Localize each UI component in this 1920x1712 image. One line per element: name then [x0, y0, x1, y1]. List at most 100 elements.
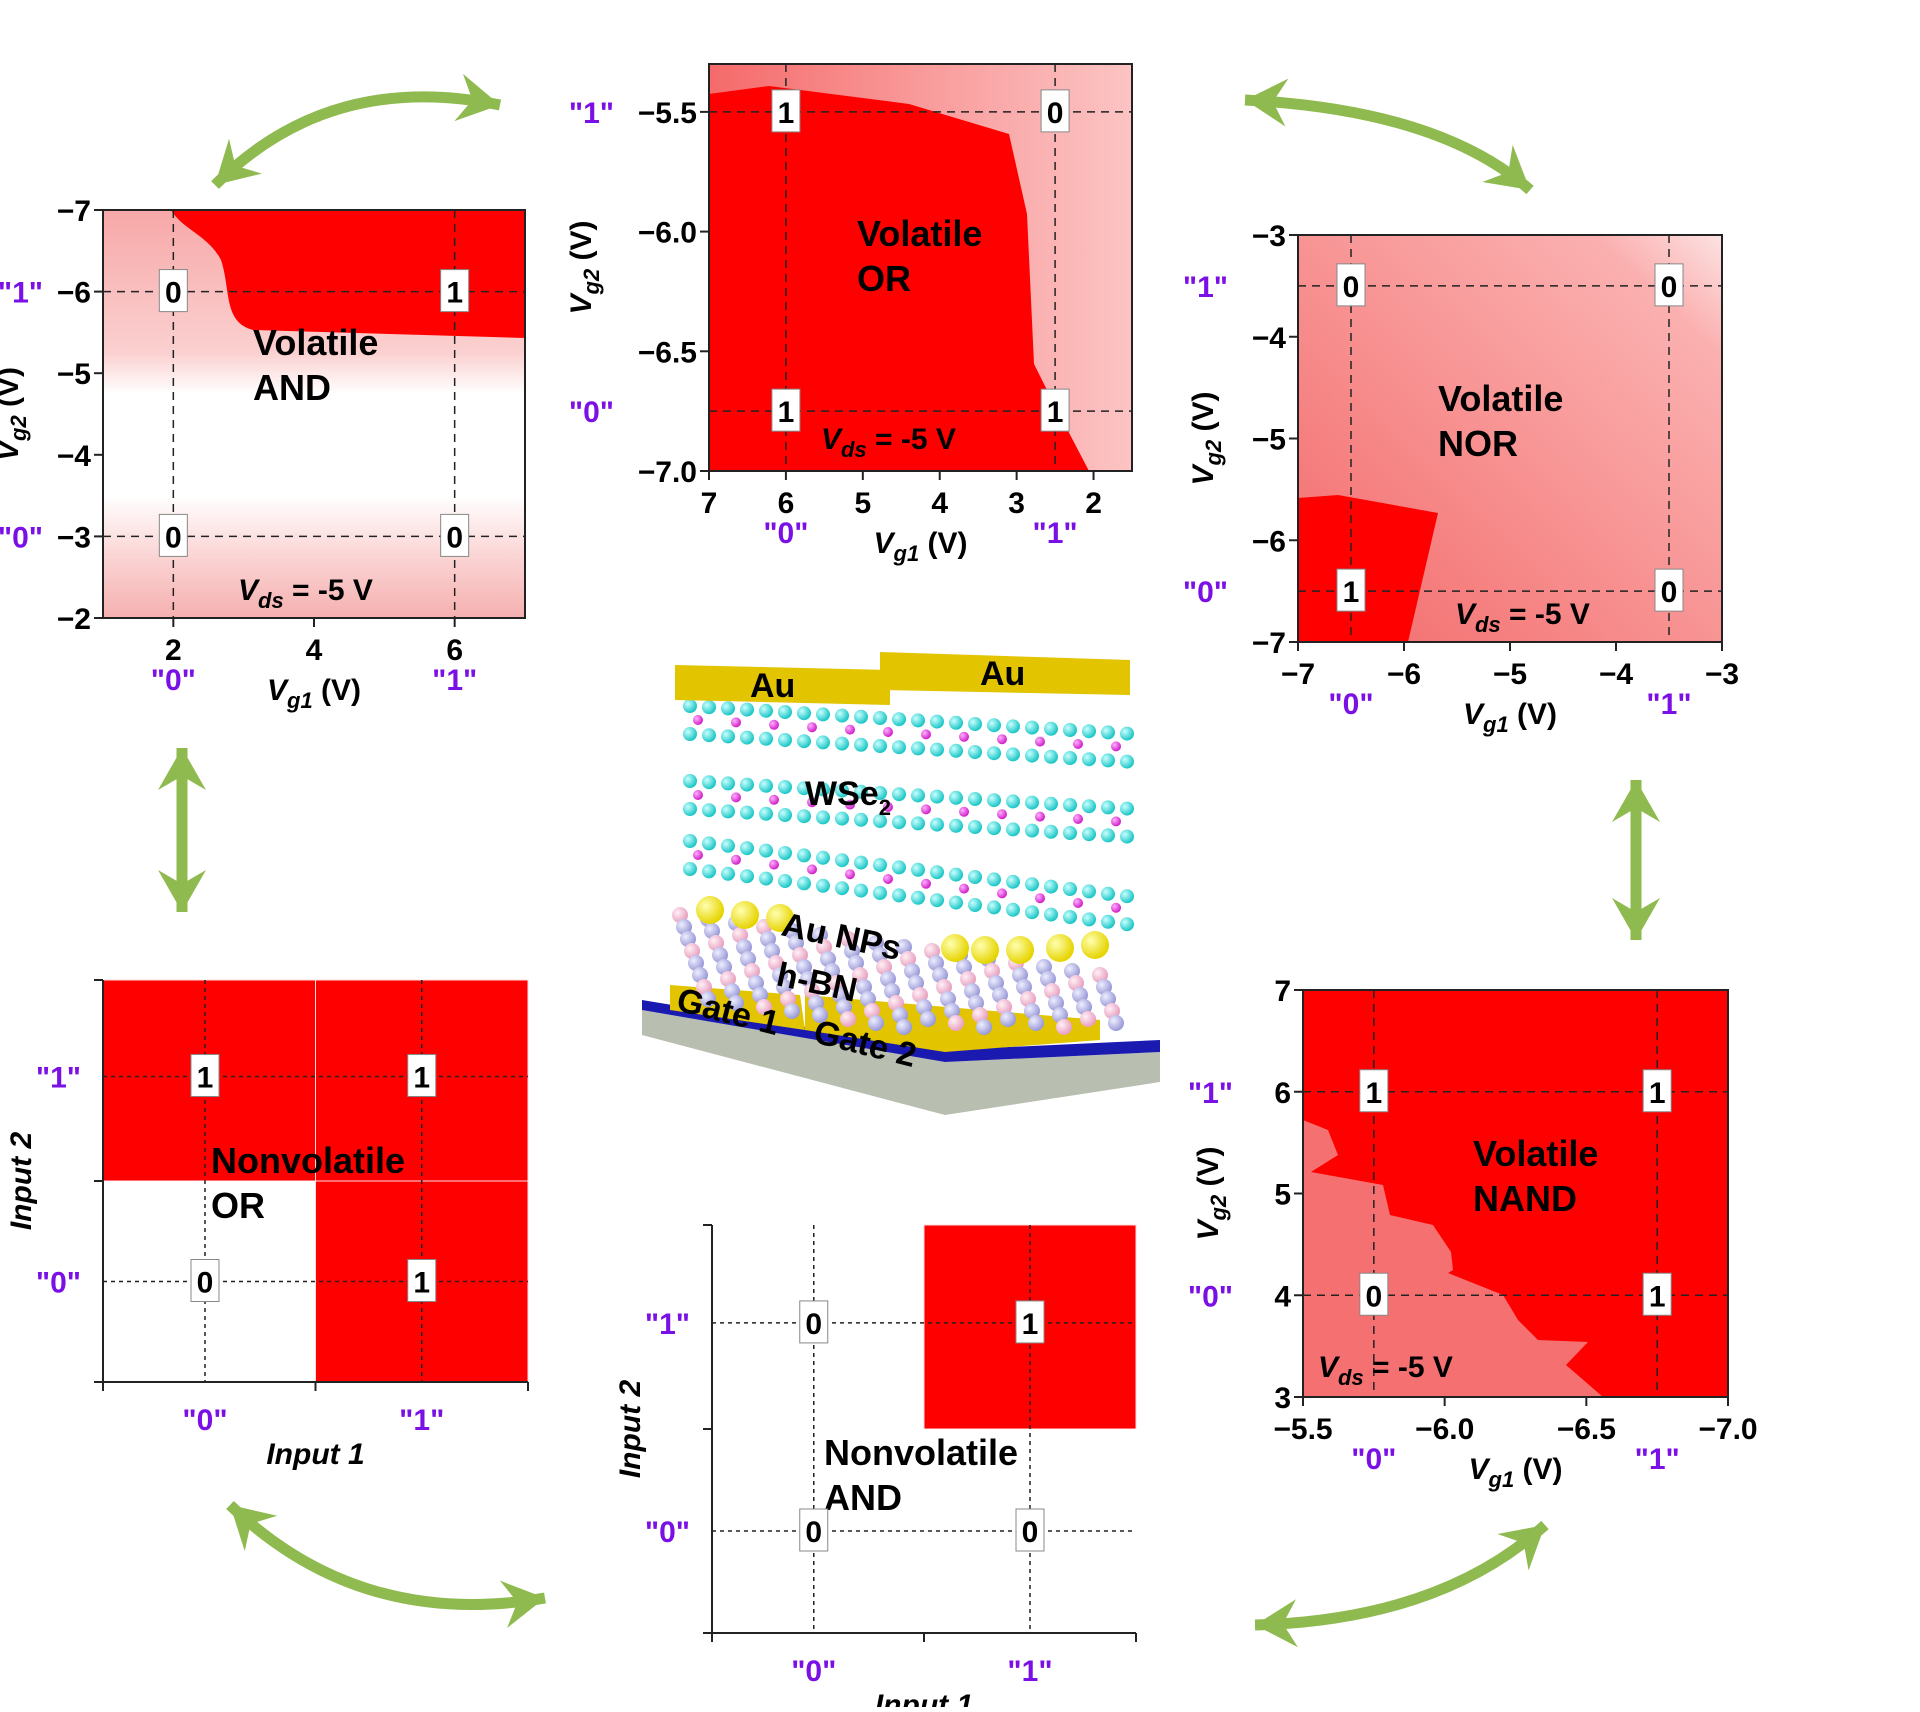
- selenium-atom: [949, 867, 963, 882]
- selenium-atom: [759, 871, 773, 886]
- nonvolatile-and-cell-in1-1-in2-0-box: [1015, 1508, 1045, 1552]
- selenium-atom: [1120, 726, 1134, 741]
- selenium-atom: [873, 858, 887, 872]
- selenium-atom: [892, 740, 906, 755]
- tungsten-atom: [1111, 741, 1121, 752]
- selenium-atom: [873, 739, 887, 753]
- volatile-nor-cell-in1-0-in2-1-value: 0: [1343, 271, 1360, 304]
- volatile-nor-xtick-label: −5: [1493, 658, 1527, 691]
- selenium-atom: [683, 862, 697, 876]
- volatile-nor-xtick-label: −7: [1281, 658, 1315, 691]
- hbn-atom: [1080, 1011, 1096, 1027]
- selenium-atom: [1082, 884, 1096, 899]
- volatile-nand-cell-in1-1-in2-0-box: [1642, 1272, 1672, 1316]
- volatile-and-xtick-label: 6: [446, 634, 463, 667]
- nonvolatile-or-cell-in1-0-in2-1-box: [190, 1053, 220, 1097]
- selenium-atom: [740, 777, 754, 792]
- volatile-and-xlabel-main: V: [267, 674, 290, 707]
- tungsten-atom: [1073, 739, 1083, 749]
- volatile-nor-ylabel: Vg2 (V): [1187, 391, 1226, 485]
- double-arrow-icon-head-start: [158, 748, 206, 790]
- double-arrow-icon-head-end: [1497, 1525, 1545, 1571]
- tungsten-atom: [921, 804, 931, 815]
- volatile-or-ylabel-rest: (V): [565, 220, 598, 268]
- selenium-atom: [816, 735, 830, 750]
- volatile-or-ytick-label: −6.5: [638, 336, 697, 369]
- selenium-atom: [835, 708, 849, 723]
- volatile-and-ytick-label: −2: [57, 603, 91, 636]
- selenium-atom: [892, 815, 906, 830]
- selenium-atom: [683, 727, 697, 741]
- volatile-nor-cell-in1-1-in2-0: 0: [1654, 568, 1684, 612]
- double-arrow-icon-head-end: [499, 1580, 545, 1629]
- selenium-atom: [1044, 749, 1058, 764]
- selenium-atom: [930, 714, 944, 729]
- selenium-atom: [740, 730, 754, 745]
- selenium-atom: [1063, 723, 1077, 737]
- volatile-nand-title-line2: NAND: [1473, 1178, 1577, 1219]
- tungsten-atom: [1035, 893, 1045, 904]
- volatile-nand-ytick-label: 5: [1274, 1179, 1291, 1212]
- selenium-atom: [759, 778, 773, 793]
- nonvolatile-or-cell-in1-0-in2-0-value: 0: [197, 1267, 214, 1300]
- selenium-atom: [873, 814, 887, 828]
- selenium-atom: [987, 746, 1001, 761]
- selenium-atom: [778, 846, 792, 860]
- volatile-or-cell-in1-1-in2-0-value: 1: [1047, 396, 1064, 429]
- volatile-nor-ylabel-rest: (V): [1187, 391, 1220, 439]
- volatile-nand-xlabel: Vg1 (V): [1468, 1453, 1562, 1492]
- volatile-or-logic-x0-label: "0": [763, 517, 808, 550]
- selenium-atom: [797, 781, 811, 796]
- selenium-atom: [816, 810, 830, 825]
- volatile-nand-xtick-label: −5.5: [1273, 1413, 1332, 1446]
- selenium-atom: [911, 788, 925, 803]
- volatile-or-cell-in1-0-in2-1-value: 1: [778, 97, 795, 130]
- volatile-and-ytick-label: −3: [57, 521, 91, 554]
- hbn-atom: [756, 999, 772, 1015]
- volatile-or-logic-y0-label: "0": [569, 396, 614, 429]
- hbn-atom: [1000, 1011, 1016, 1027]
- nonvolatile-and-logic-y0-label: "0": [645, 1516, 690, 1549]
- selenium-atom: [1101, 828, 1115, 843]
- volatile-nor-xlabel-sub: g1: [1482, 712, 1509, 737]
- selenium-atom: [987, 821, 1001, 836]
- double-arrow-icon-head-start: [215, 138, 263, 185]
- volatile-nor-cell-in1-1-in2-1-value: 0: [1661, 271, 1678, 304]
- selenium-atom: [702, 700, 716, 715]
- volatile-and-ylabel: Vg2 (V): [0, 367, 31, 461]
- switch-arrow-volatile-and-volatile-or: [211, 73, 502, 189]
- selenium-atom: [1101, 725, 1115, 740]
- nonvolatile-and-cell-in1-0-in2-0-value: 0: [805, 1516, 822, 1549]
- tungsten-atom: [845, 724, 855, 735]
- nonvolatile-and-cell-in1-1-in2-0: 0: [1015, 1508, 1045, 1552]
- au-nanoparticle: [696, 896, 724, 924]
- hbn-atom: [1028, 1015, 1044, 1031]
- volatile-or-cell-in1-0-in2-0: 1: [771, 388, 801, 432]
- tungsten-atom: [1111, 816, 1121, 827]
- tungsten-atom: [693, 790, 703, 800]
- nonvolatile-and-logic-x0-label: "0": [791, 1655, 836, 1688]
- nonvolatile-or-cell-in1-1-in2-1-value: 1: [413, 1061, 430, 1094]
- nonvolatile-or-cell-in1-1-in2-0-value: 1: [413, 1267, 430, 1300]
- selenium-atom: [1006, 794, 1020, 809]
- tungsten-atom: [769, 794, 779, 805]
- volatile-nand-vds-annotation-sub: ds: [1338, 1365, 1364, 1390]
- selenium-atom: [1025, 795, 1039, 810]
- volatile-and-xlabel-rest: (V): [313, 674, 361, 707]
- nonvolatile-or-logic-y0-label: "0": [36, 1267, 81, 1300]
- arrow-shaft: [1244, 94, 1534, 195]
- volatile-nor-cell-in1-0-in2-0: 1: [1336, 568, 1366, 612]
- selenium-atom: [1006, 747, 1020, 762]
- tungsten-atom: [807, 864, 817, 875]
- volatile-and-cell-in1-1-in2-0-box: [440, 513, 470, 557]
- volatile-nor-cell-in1-0-in2-0-box: [1336, 568, 1366, 612]
- volatile-nand-vds-annotation-rest: = -5 V: [1364, 1351, 1453, 1384]
- volatile-or-cell-in1-1-in2-1-value: 0: [1047, 97, 1064, 130]
- selenium-atom: [1101, 800, 1115, 815]
- volatile-nor-vds-annotation: Vds = -5 V: [1455, 598, 1590, 637]
- nonvolatile-or-cell-in1-0-in2-0: 0: [190, 1259, 220, 1302]
- selenium-atom: [911, 862, 925, 877]
- selenium-atom: [797, 848, 811, 863]
- volatile-nand-cell-in1-1-in2-1-value: 1: [1649, 1077, 1666, 1110]
- nonvolatile-or-ylabel: Input 2: [5, 1132, 38, 1231]
